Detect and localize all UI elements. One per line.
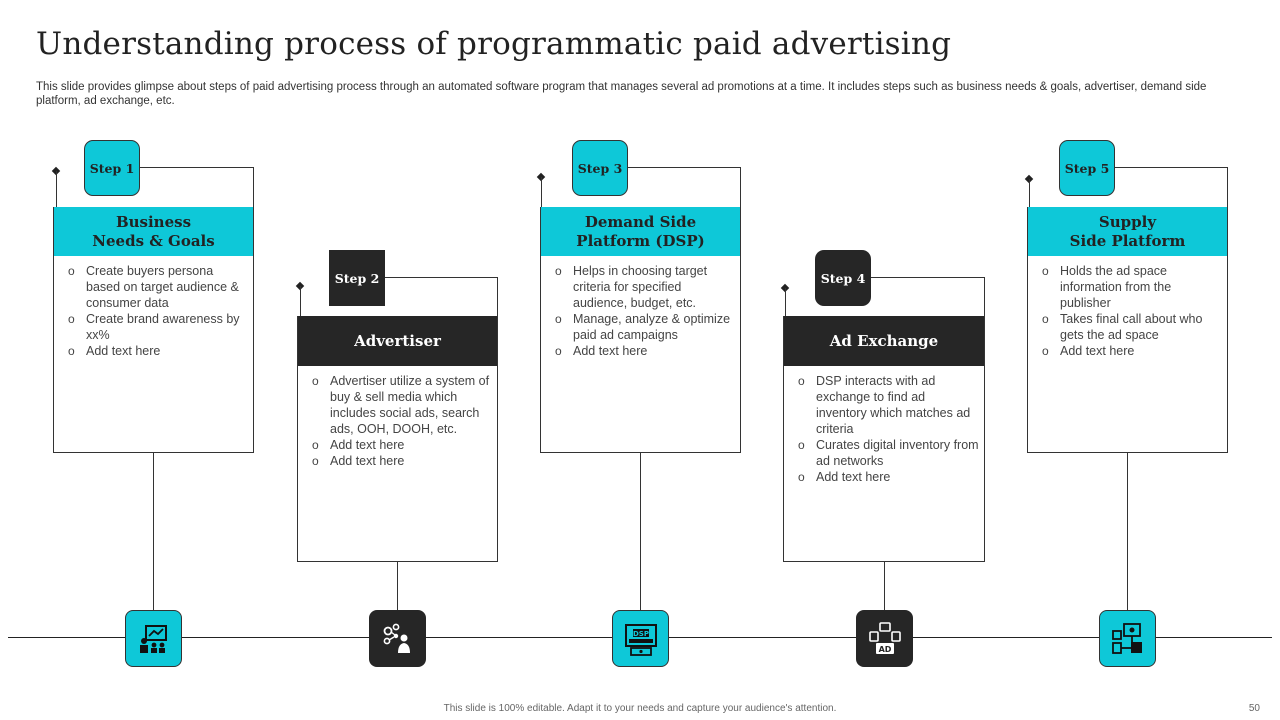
dsp-icon-label: DSP [633,630,649,638]
marketing-network-icon [369,610,426,667]
stem-line [153,453,154,610]
stem-line [884,562,885,610]
bullet-item: Add text here [1041,343,1221,359]
page-number: 50 [1248,703,1260,714]
bullet-item: Curates digital inventory from ad networ… [797,437,979,469]
connector-line [383,277,497,278]
bullet-item: Manage, analyze & optimize paid ad campa… [554,311,734,343]
connector-line [541,177,542,208]
dsp-monitor-icon: DSP [612,610,669,667]
bullet-item: Add text here [67,343,247,359]
slide-subtitle: This slide provides glimpse about steps … [36,81,1207,107]
connector-line [139,167,253,168]
bullet-item: Add text here [797,469,979,485]
ad-icon-label: AD [878,645,891,654]
bullet-item: Create brand awareness by xx% [67,311,247,343]
slide-footer: This slide is 100% editable. Adapt it to… [443,703,837,714]
connector-line [626,167,740,168]
stem-line [640,453,641,610]
step-badge: Step 5 [1059,140,1115,196]
bullet-item: Takes final call about who gets the ad s… [1041,311,1221,343]
bullet-item: Helps in choosing target criteria for sp… [554,263,734,311]
bullet-item: Advertiser utilize a system of buy & sel… [311,373,491,437]
bullet-item: DSP interacts with ad exchange to find a… [797,373,979,437]
connector-line [253,167,254,208]
connector-line [785,288,786,317]
step-header: Supply Side Platform [1028,207,1227,256]
ad-exchange-icon: AD [856,610,913,667]
step-badge: Step 4 [815,250,871,306]
step-header: Ad Exchange [784,316,984,366]
step-bullets: Create buyers persona based on target au… [67,263,247,359]
bullet-item: Add text here [554,343,734,359]
connector-line [984,277,985,317]
step-bullets: Holds the ad space information from the … [1041,263,1221,359]
connector-line [497,277,498,317]
supply-platform-icon [1099,610,1156,667]
step-header: Demand Side Platform (DSP) [541,207,740,256]
connector-line [300,286,301,317]
slide-title: Understanding process of programmatic pa… [36,26,952,62]
stem-line [397,562,398,610]
step-badge: Step 3 [572,140,628,196]
connector-line [1227,167,1228,208]
connector-line [1029,179,1030,208]
connector-line [740,167,741,208]
stem-line [1127,453,1128,610]
bullet-item: Create buyers persona based on target au… [67,263,247,311]
step-bullets: Helps in choosing target criteria for sp… [554,263,734,359]
bullet-item: Add text here [311,453,491,469]
presentation-icon [125,610,182,667]
step-badge: Step 2 [329,250,385,306]
step-bullets: DSP interacts with ad exchange to find a… [797,373,979,485]
bullet-item: Add text here [311,437,491,453]
step-header: Business Needs & Goals [54,207,253,256]
step-header: Advertiser [298,316,497,366]
step-bullets: Advertiser utilize a system of buy & sel… [311,373,491,469]
connector-line [56,171,57,208]
step-badge: Step 1 [84,140,140,196]
connector-line [870,277,984,278]
connector-line [1113,167,1227,168]
bullet-item: Holds the ad space information from the … [1041,263,1221,311]
